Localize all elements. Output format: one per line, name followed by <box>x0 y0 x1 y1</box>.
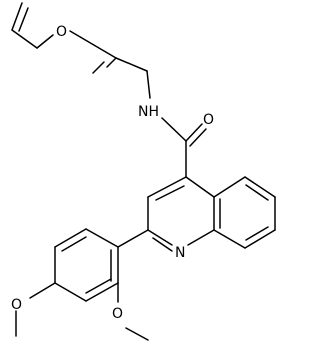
bond <box>155 185 185 201</box>
bond <box>36 34 54 49</box>
bond <box>187 229 215 246</box>
bond <box>147 229 173 246</box>
bond <box>189 128 207 147</box>
bond <box>244 229 276 249</box>
bond <box>106 57 117 68</box>
bonds <box>11 2 276 341</box>
bond <box>213 229 246 249</box>
bond <box>92 61 105 74</box>
bond <box>61 236 87 252</box>
bond <box>125 327 149 341</box>
bond <box>185 123 203 142</box>
bond <box>147 176 187 198</box>
bond <box>185 176 215 198</box>
bond <box>11 2 23 31</box>
molecule-structure-diagram: O NH O N O O <box>11 2 276 341</box>
methoxy-oxygen-para-label: O <box>11 297 22 313</box>
bond <box>146 70 151 99</box>
bond <box>117 229 149 248</box>
bond <box>213 176 246 198</box>
bond <box>115 57 148 72</box>
bond <box>245 184 269 201</box>
amide-nitrogen-label: NH <box>138 104 159 120</box>
furan-oxygen-label: O <box>56 24 67 40</box>
bond <box>245 226 269 241</box>
bond <box>69 30 117 59</box>
bond <box>85 278 112 294</box>
bond <box>85 282 119 302</box>
bond <box>29 282 56 299</box>
bond <box>152 237 173 252</box>
bond <box>161 117 187 142</box>
bond <box>54 282 87 302</box>
atom-labels: O NH O N O O <box>11 24 214 322</box>
bond <box>85 228 119 248</box>
methoxy-oxygen-ortho-label: O <box>112 306 123 322</box>
bond <box>244 176 276 198</box>
bond <box>18 7 29 32</box>
quinoline-nitrogen-label: N <box>175 245 185 261</box>
bond <box>54 228 87 248</box>
bond <box>11 29 38 49</box>
carbonyl-oxygen-label: O <box>203 112 214 128</box>
